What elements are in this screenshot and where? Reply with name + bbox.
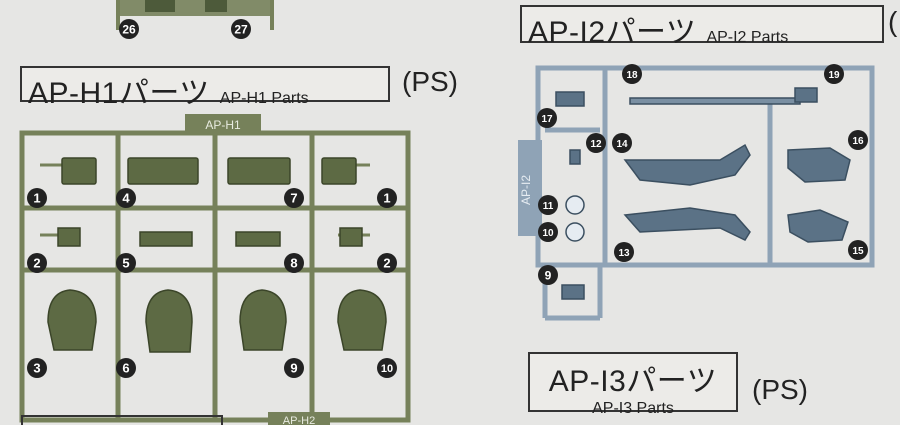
badge-i2-9: 9: [538, 265, 558, 285]
badge-i2-14: 14: [612, 133, 632, 153]
ap-h1-title: AP-H1パーツ: [28, 77, 210, 110]
ap-h1-sprue-tag: AP-H1: [205, 118, 241, 132]
ap-i2-title-box: AP-I2パーツ AP-I2 Parts: [520, 5, 884, 49]
ap-h1-subtitle: AP-H1 Parts: [219, 90, 309, 107]
badge-h1-3: 3: [27, 358, 47, 378]
badge-i2-18-label: 18: [626, 70, 638, 81]
badge-i2-19: 19: [824, 64, 844, 84]
badge-h1-2b: 2: [377, 253, 397, 273]
badge-h1-6: 6: [116, 358, 136, 378]
ap-h1-title-box: AP-H1パーツ AP-H1 Parts: [20, 66, 390, 110]
ap-h1-material: (PS): [402, 66, 458, 97]
badge-h1-4: 4: [116, 188, 136, 208]
badge-h1-7-label: 7: [290, 191, 297, 206]
ap-i3-material: (PS): [752, 374, 808, 405]
ap-i2-sprue-tag: AP-I2: [519, 175, 533, 205]
badge-i2-13: 13: [614, 242, 634, 262]
ap-h2-sprue-tag: AP-H2: [283, 415, 315, 425]
ap-i3-subtitle: AP-I3 Parts: [592, 400, 674, 417]
badge-i2-13-label: 13: [618, 248, 630, 259]
badge-h1-9: 9: [284, 358, 304, 378]
badge-h1-2b-label: 2: [383, 256, 390, 271]
badge-i2-16-label: 16: [852, 136, 864, 147]
badge-h1-10: 10: [377, 358, 397, 378]
badge-i2-17-label: 17: [541, 114, 553, 125]
badge-h1-2a-label: 2: [33, 256, 40, 271]
badge-h1-1a: 1: [27, 188, 47, 208]
badge-h1-4-label: 4: [122, 191, 130, 206]
badge-h1-2a: 2: [27, 253, 47, 273]
badge-i2-18: 18: [622, 64, 642, 84]
badge-h1-9-label: 9: [290, 361, 297, 376]
badge-h1-7: 7: [284, 188, 304, 208]
badge-i2-11-label: 11: [543, 201, 554, 212]
badge-i2-12: 12: [586, 133, 606, 153]
badge-i2-14-label: 14: [616, 139, 628, 150]
badge-i2-12-label: 12: [590, 139, 602, 150]
badge-h1-1b: 1: [377, 188, 397, 208]
badge-i2-15-label: 15: [852, 246, 864, 257]
badge-h1-1a-label: 1: [33, 191, 40, 206]
badge-i2-16: 16: [848, 130, 868, 150]
badge-i2-17: 17: [537, 108, 557, 128]
badge-h1-1b-label: 1: [383, 191, 390, 206]
badge-26-label: 26: [122, 23, 136, 37]
badge-h1-8-label: 8: [290, 256, 297, 271]
badge-h1-5-label: 5: [122, 256, 129, 271]
badge-h1-3-label: 3: [33, 361, 40, 376]
ap-i2-subtitle: AP-I2 Parts: [706, 29, 789, 46]
badge-i2-19-label: 19: [828, 70, 840, 81]
badge-i2-10-label: 10: [542, 228, 554, 239]
badge-h1-6-label: 6: [122, 361, 129, 376]
badge-i2-9-label: 9: [545, 269, 552, 283]
badge-i2-10: 10: [538, 222, 558, 242]
badge-i2-15: 15: [848, 240, 868, 260]
badge-i2-11: 11: [538, 195, 558, 215]
ap-i3-title-box: AP-I3パーツ AP-I3 Parts: [528, 352, 738, 417]
ap-i2-title: AP-I2パーツ: [528, 16, 697, 49]
ap-i2-material: (: [888, 6, 898, 37]
badge-h1-8: 8: [284, 253, 304, 273]
badge-27-label: 27: [234, 23, 248, 37]
badge-h1-10-label: 10: [381, 363, 393, 375]
badge-h1-5: 5: [116, 253, 136, 273]
ap-i3-title: AP-I3パーツ: [548, 365, 718, 398]
